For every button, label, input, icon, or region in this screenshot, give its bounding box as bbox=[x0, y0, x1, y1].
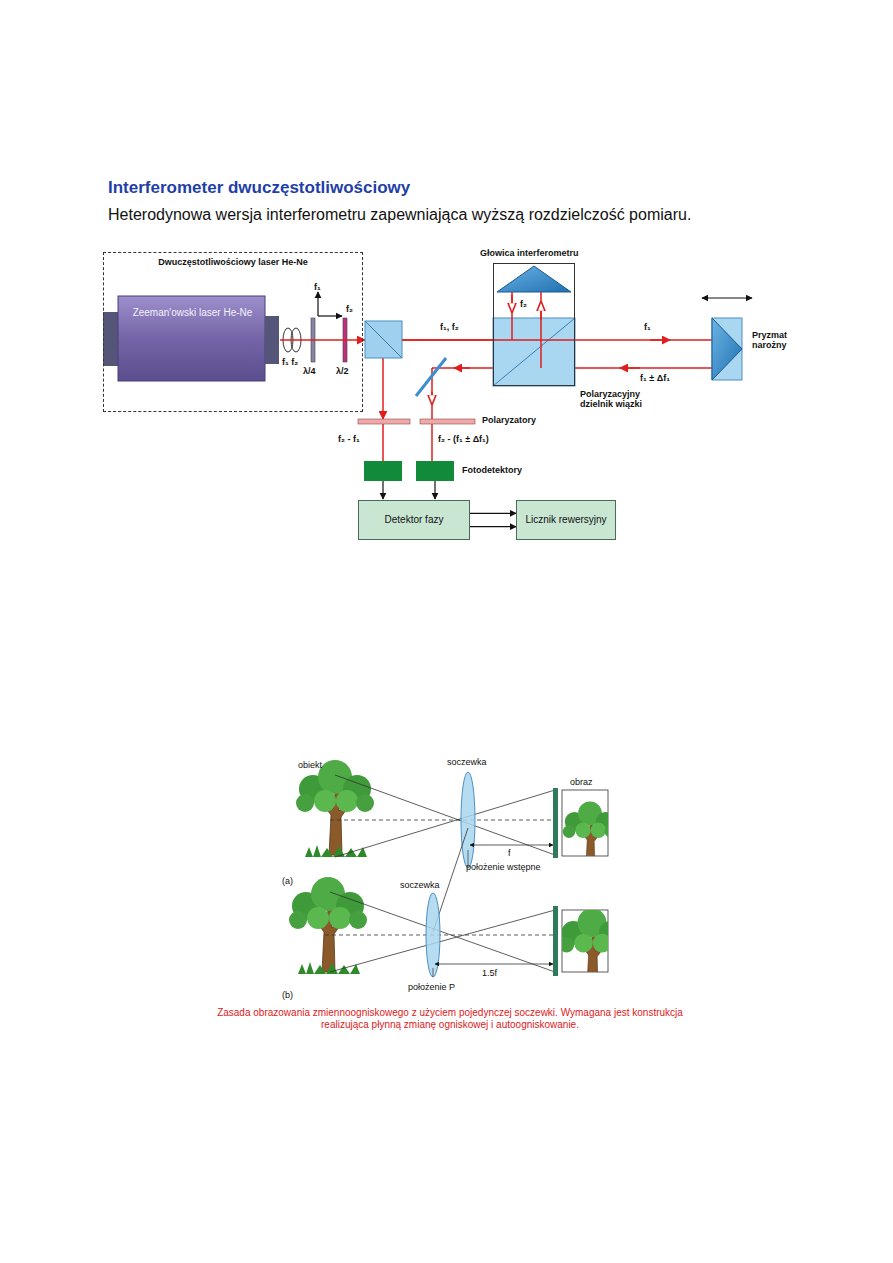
part-label: Fotodetektory bbox=[462, 465, 522, 475]
subtitle: Heterodynowa wersja interferometru zapew… bbox=[108, 206, 691, 224]
connector-arrow bbox=[470, 513, 516, 514]
node-text: Detektor fazy bbox=[359, 514, 469, 526]
freq-label: f₂ bbox=[346, 304, 353, 314]
figure-label: (a) bbox=[282, 876, 293, 886]
beam-label: f₂ bbox=[520, 299, 527, 309]
figure-label: (b) bbox=[282, 990, 293, 1000]
part-label: obraz bbox=[570, 777, 593, 787]
dimension-label: 1.5f bbox=[482, 968, 497, 978]
part-label: Polaryzatory bbox=[482, 415, 536, 425]
part-label: Polaryzacyjny dzielnik wiązki bbox=[580, 389, 646, 410]
freq-label: f₁ bbox=[314, 282, 321, 292]
node-text: Zeeman'owski laser He-Ne bbox=[119, 307, 266, 319]
dimension-label: f bbox=[508, 848, 511, 858]
interferometer-head: Głowica interferometru bbox=[493, 263, 575, 386]
position-label: położenie P bbox=[408, 982, 455, 992]
node-text: Dwuczęstotliwościowy laser He-Ne bbox=[104, 257, 362, 267]
beam-label: f₁, f₂ bbox=[440, 322, 459, 332]
waveplate-label: λ/2 bbox=[336, 366, 349, 376]
node-text: Licznik rewersyjny bbox=[517, 514, 615, 526]
page-title: Interferometer dwuczęstotliwościowy bbox=[108, 178, 410, 198]
laser-body: Zeeman'owski laser He-Ne bbox=[119, 297, 266, 382]
process-box: Licznik rewersyjny bbox=[516, 500, 616, 540]
part-label: obiekt bbox=[298, 760, 322, 770]
position-label: położenie wstępne bbox=[466, 862, 541, 872]
part-label: soczewka bbox=[400, 880, 440, 890]
beam-label: f₁ ± Δf₁ bbox=[640, 373, 670, 383]
part-label: soczewka bbox=[447, 757, 487, 767]
connector-arrow bbox=[470, 526, 516, 527]
freq-label: f₁ f₂ bbox=[282, 357, 298, 367]
signal-label: f₂ - f₁ bbox=[338, 434, 360, 444]
signal-label: f₂ - (f₁ ± Δf₁) bbox=[438, 434, 489, 444]
waveplate-label: λ/4 bbox=[303, 366, 316, 376]
figure-caption: Zasada obrazowania zmiennoogniskowego z … bbox=[210, 1007, 690, 1030]
process-box: Detektor fazy bbox=[358, 500, 470, 540]
node-text: Głowica interferometru bbox=[480, 248, 579, 258]
beam-label: f₁ bbox=[644, 322, 651, 332]
dashed-group: Dwuczęstotliwościowy laser He-NeZeeman'o… bbox=[103, 252, 363, 412]
part-label: Pryzmat narożny bbox=[752, 330, 802, 351]
